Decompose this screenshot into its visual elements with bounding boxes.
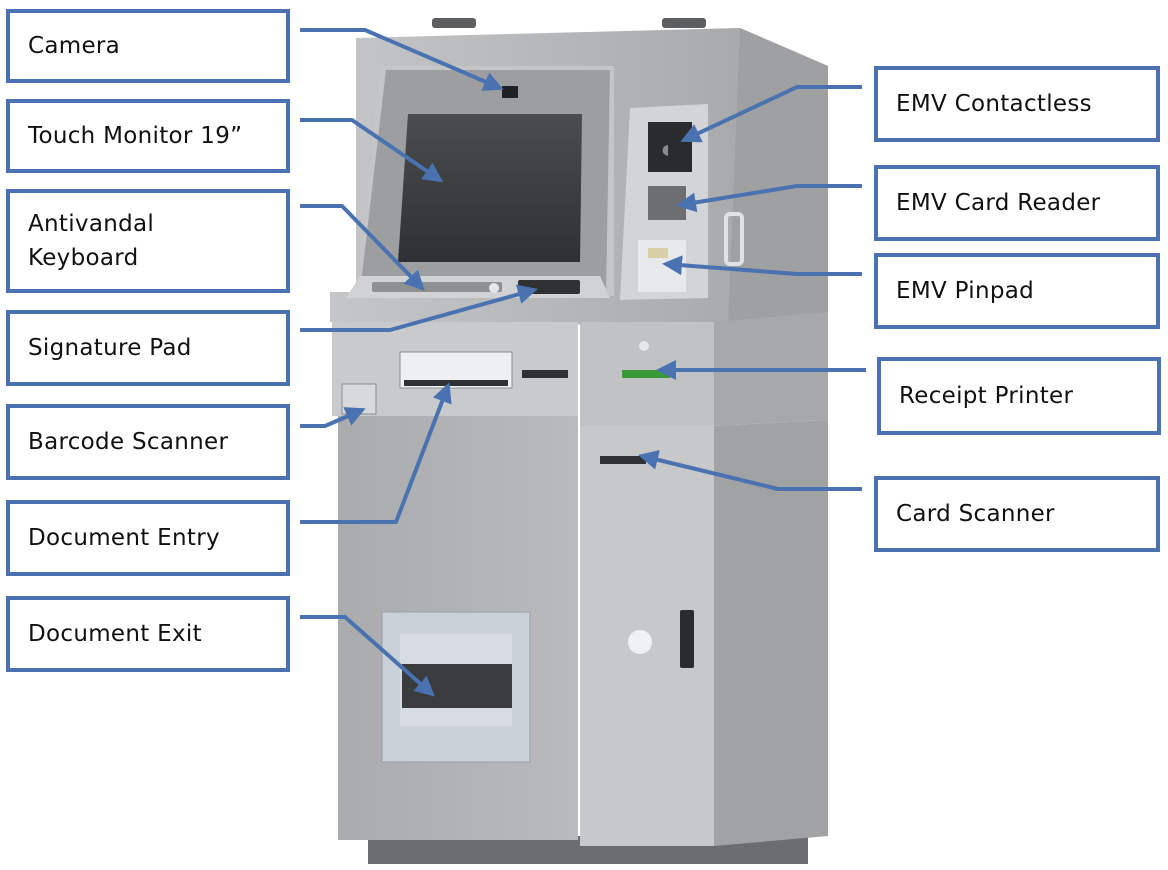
line-document-exit <box>300 615 435 697</box>
line-camera <box>300 28 504 91</box>
label-emv-contactless-text: EMV Contactless <box>896 91 1092 117</box>
door-lock <box>680 610 694 668</box>
contactless-symbol: ◖ <box>662 142 669 158</box>
document-entry-opening <box>404 380 508 386</box>
line-touch-monitor <box>300 118 444 183</box>
middle-slot <box>522 370 568 378</box>
line-keyboard <box>300 204 425 291</box>
label-emv-card-reader-text: EMV Card Reader <box>896 190 1101 216</box>
line-card-scanner <box>638 450 862 491</box>
label-camera-text: Camera <box>28 33 121 59</box>
door-knob <box>628 630 652 654</box>
line-emv-contactless <box>680 85 862 143</box>
touch-screen <box>398 114 582 262</box>
label-document-exit: Document Exit <box>6 596 290 672</box>
line-signature-pad <box>300 284 538 332</box>
camera-lens <box>502 86 518 98</box>
card-scanner-slot <box>600 456 646 464</box>
label-barcode-scanner: Barcode Scanner <box>6 404 290 480</box>
receipt-lock <box>639 341 649 351</box>
lower-cabinet-side <box>714 420 828 846</box>
label-antivandal-keyboard-text: Antivandal Keyboard <box>28 211 155 271</box>
line-barcode-scanner <box>300 407 366 428</box>
line-emv-card-reader <box>676 184 862 213</box>
label-antivandal-keyboard: Antivandal Keyboard <box>6 189 290 293</box>
receipt-printer-slot <box>622 370 670 378</box>
label-receipt-printer-text: Receipt Printer <box>899 383 1074 409</box>
label-barcode-scanner-text: Barcode Scanner <box>28 429 229 455</box>
label-receipt-printer: Receipt Printer <box>877 357 1161 435</box>
label-camera: Camera <box>6 9 290 83</box>
label-signature-pad: Signature Pad <box>6 310 290 386</box>
label-card-scanner-text: Card Scanner <box>896 501 1055 527</box>
label-signature-pad-text: Signature Pad <box>28 335 192 361</box>
label-card-scanner: Card Scanner <box>874 476 1160 552</box>
label-emv-pinpad-text: EMV Pinpad <box>896 278 1035 304</box>
kiosk-top-handle-left <box>432 18 476 28</box>
keyboard-trackball <box>489 283 499 293</box>
kiosk-hood-side <box>728 28 828 326</box>
kiosk-top-handle-right <box>662 18 706 28</box>
label-touch-monitor: Touch Monitor 19” <box>6 99 290 173</box>
label-document-entry-text: Document Entry <box>28 525 220 551</box>
label-emv-contactless: EMV Contactless <box>874 66 1160 142</box>
pinpad-screen <box>648 248 668 258</box>
label-emv-pinpad: EMV Pinpad <box>874 253 1160 329</box>
side-handle <box>724 212 744 266</box>
line-document-entry <box>300 382 452 524</box>
label-document-exit-text: Document Exit <box>28 621 202 647</box>
line-emv-pinpad <box>662 255 862 276</box>
label-touch-monitor-text: Touch Monitor 19” <box>28 123 243 149</box>
label-document-entry: Document Entry <box>6 500 290 576</box>
label-emv-card-reader: EMV Card Reader <box>874 165 1160 241</box>
